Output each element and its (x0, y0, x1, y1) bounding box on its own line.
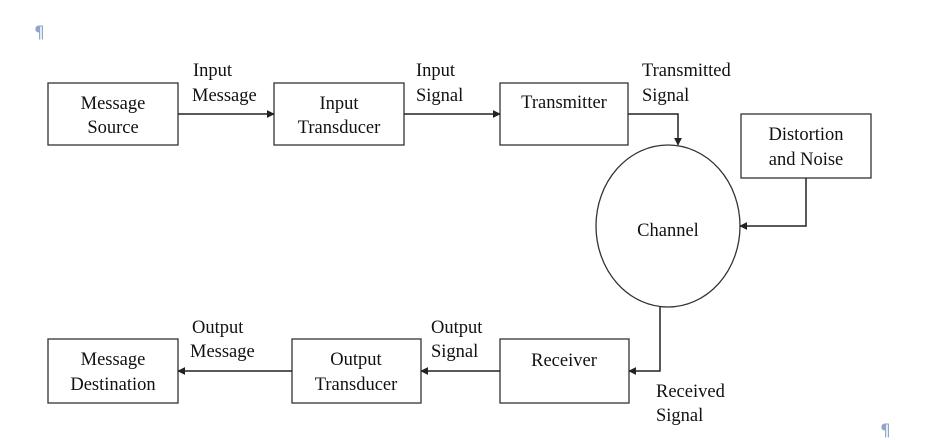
message-source-label-1: Message (81, 94, 146, 114)
input-transducer-label-1: Input (319, 94, 359, 114)
transmitted-signal-label-1: Transmitted (642, 61, 731, 81)
received-signal-label-1: Received (656, 382, 726, 402)
input-signal-label-1: Input (416, 61, 456, 81)
channel-node: Channel (595, 144, 741, 308)
receiver-node: Receiver (499, 338, 630, 404)
input-transducer-label-2: Transducer (298, 118, 381, 138)
input-message-label-2: Message (192, 86, 257, 106)
distortion-noise-label-1: Distortion (768, 125, 843, 145)
pilcrow-mark-top: ¶ (34, 23, 45, 43)
pilcrow-mark-bottom: ¶ (880, 421, 891, 440)
distortion-noise-label-2: and Noise (769, 150, 844, 170)
message-source-label-2: Source (87, 118, 138, 138)
distortion-noise-node: Distortion and Noise (740, 113, 872, 179)
output-signal-label-2: Signal (431, 342, 478, 362)
received-signal-arrow (628, 307, 661, 375)
input-signal-label-2: Signal (416, 86, 463, 106)
message-destination-label-1: Message (81, 350, 146, 370)
transmitted-signal-label-2: Signal (642, 86, 689, 106)
transmitter-label: Transmitter (521, 93, 607, 113)
output-signal-label-1: Output (431, 318, 483, 338)
received-signal-label: Received Signal (656, 382, 726, 426)
output-transducer-label-2: Transducer (315, 375, 398, 395)
output-signal-label: Output Signal (431, 318, 483, 362)
input-message-label-1: Input (193, 61, 233, 81)
message-source-node: Message Source (47, 82, 179, 146)
input-transducer-node: Input Transducer (273, 82, 405, 146)
input-signal-label: Input Signal (416, 61, 463, 106)
message-destination-label-2: Destination (70, 375, 155, 395)
input-message-label: Input Message (192, 61, 257, 106)
output-message-label-2: Message (190, 342, 255, 362)
channel-label: Channel (637, 221, 699, 241)
transmitted-signal-arrow (628, 113, 682, 146)
output-transducer-node: Output Transducer (291, 338, 422, 404)
output-message-label-1: Output (192, 318, 244, 338)
received-signal-label-2: Signal (656, 406, 703, 426)
output-transducer-label-1: Output (330, 350, 382, 370)
output-message-label: Output Message (190, 318, 255, 362)
transmitted-signal-label: Transmitted Signal (642, 61, 731, 106)
receiver-label: Receiver (531, 351, 597, 371)
noise-to-channel-arrow (739, 178, 807, 230)
transmitter-node: Transmitter (499, 82, 629, 146)
message-destination-node: Message Destination (47, 338, 179, 404)
